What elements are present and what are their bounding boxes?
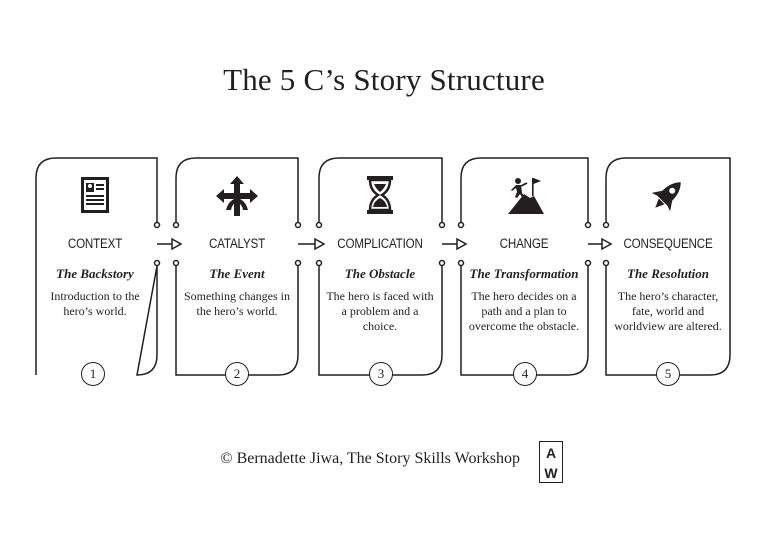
step-subtitle: The Transformation [469, 266, 579, 281]
card-outline-5 [605, 157, 731, 376]
step-heading: CONSEQUENCE [623, 236, 713, 251]
page-title: The 5 C’s Story Structure [223, 62, 545, 97]
document-profile-icon [33, 176, 157, 216]
step-card-catalyst: CATALYST The Event Something changes in … [175, 148, 299, 380]
step-subtitle: The Backstory [56, 266, 134, 281]
step-card-complication: COMPLICATION The Obstacle The hero is fa… [318, 148, 442, 380]
card-outline-1 [35, 157, 158, 376]
step-heading: COMPLICATION [337, 236, 423, 251]
step-number-1: 1 [81, 362, 105, 386]
step-description: Introduction to the hero’s world. [50, 289, 140, 318]
card-outline-2 [175, 157, 299, 376]
footer-credit: © Bernadette Jiwa, The Story Skills Work… [220, 450, 520, 467]
step-description: The hero’s character, fate, world and wo… [614, 289, 722, 333]
step-card-context: CONTEXT The Backstory Introduction to th… [33, 148, 157, 380]
card-outline-3 [318, 157, 443, 376]
card-outline-4 [460, 157, 589, 376]
step-card-change: CHANGE The Transformation The hero decid… [462, 148, 586, 380]
connectors [153, 221, 610, 267]
logo-top-letter: A [545, 445, 557, 461]
step-heading: CHANGE [499, 236, 549, 251]
step-description: Something changes in the hero’s world. [184, 289, 290, 318]
step-number-2: 2 [225, 362, 249, 386]
step-heading: CATALYST [208, 236, 266, 251]
split-arrows-icon [175, 176, 299, 216]
step-subtitle: The Event [209, 266, 265, 281]
step-card-consequence: CONSEQUENCE The Resolution The hero’s ch… [606, 148, 730, 380]
step-number-4: 4 [513, 362, 537, 386]
step-description: The hero decides on a path and a plan to… [468, 289, 580, 333]
rocket-icon [606, 176, 730, 216]
step-subtitle: The Obstacle [344, 266, 416, 281]
step-number-5: 5 [656, 362, 680, 386]
step-description: The hero is faced with a problem and a c… [326, 289, 434, 333]
arrows [157, 237, 613, 251]
logo-bottom-letter: W [544, 465, 558, 481]
hourglass-icon [318, 176, 442, 216]
step-heading: CONTEXT [67, 236, 123, 251]
aw-logo: A W [539, 441, 563, 483]
step-subtitle: The Resolution [627, 266, 709, 281]
mountain-flag-climber-icon [462, 176, 586, 216]
step-number-3: 3 [369, 362, 393, 386]
